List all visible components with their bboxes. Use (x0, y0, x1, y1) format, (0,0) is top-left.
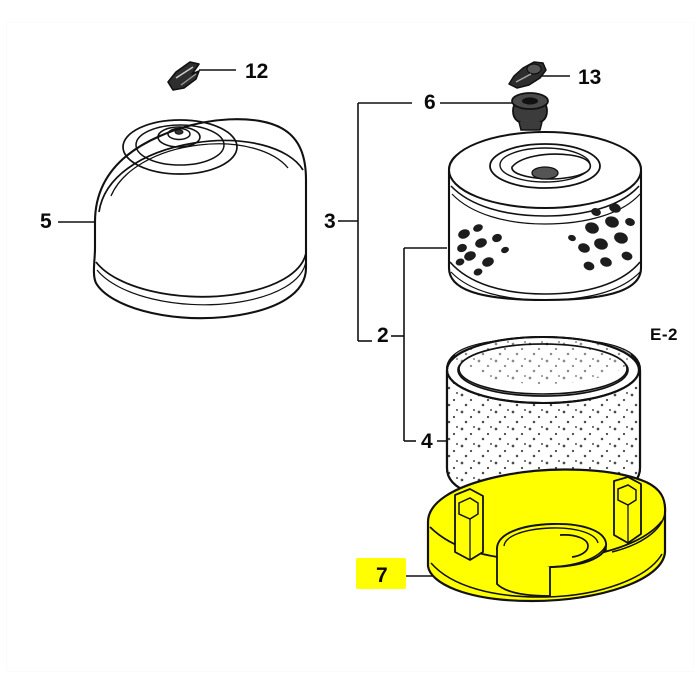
part-air-cleaner-base-case (426, 468, 667, 603)
perforation-texture (455, 203, 635, 276)
callout-number-7[interactable]: 7 (376, 564, 388, 587)
callout-number-6[interactable]: 6 (424, 91, 436, 114)
part-paper-filter-element (447, 131, 643, 302)
section-code-label: E-2 (650, 325, 678, 344)
part-wing-bolt-screw (508, 61, 547, 89)
callout-number-2[interactable]: 2 (377, 324, 389, 347)
callout-number-4[interactable]: 4 (421, 430, 433, 453)
callout-number-5[interactable]: 5 (40, 210, 52, 233)
callout-7-highlight (356, 558, 406, 589)
callout-number-12[interactable]: 12 (245, 60, 269, 83)
callout-number-3[interactable]: 3 (324, 210, 336, 233)
callout-number-13[interactable]: 13 (578, 66, 602, 89)
part-clip-clamp (167, 61, 200, 91)
part-wing-nut-knob (511, 92, 549, 131)
part-air-cleaner-cover (92, 118, 308, 320)
